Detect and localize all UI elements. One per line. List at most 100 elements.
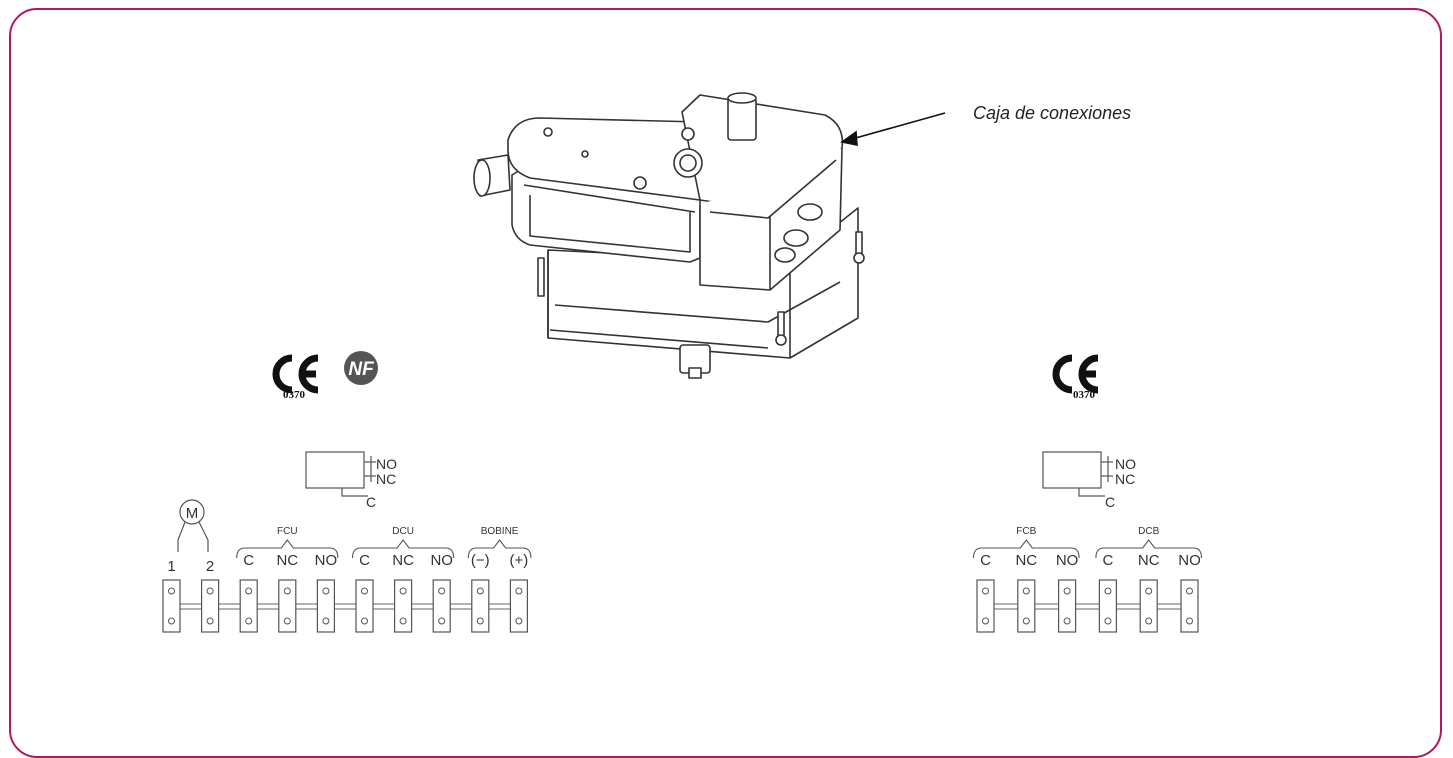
motor-terminal-label: 1	[167, 558, 175, 575]
ce-e-glyph	[1078, 354, 1099, 394]
terminal-label: C	[980, 552, 991, 569]
ce-mark-right: 0370	[1052, 354, 1099, 401]
terminal-label: C	[243, 552, 254, 569]
terminal-screw	[1104, 617, 1112, 625]
terminal-screw	[168, 617, 175, 625]
motor-terminal-label: 2	[206, 558, 214, 575]
terminal-screw	[476, 587, 484, 595]
group-brace	[467, 539, 532, 559]
terminal-block	[432, 579, 451, 633]
terminal-screw	[982, 587, 989, 595]
terminal-block	[201, 579, 220, 633]
switch-label-no-right: NO	[1115, 456, 1136, 472]
terminal-screw	[399, 617, 407, 625]
terminal-screw	[438, 617, 446, 625]
terminal-screw	[1022, 617, 1030, 625]
terminal-screw	[515, 587, 523, 595]
switch-label-c: C	[366, 494, 376, 510]
terminal-block	[162, 579, 181, 633]
callout-label: Caja de conexiones	[973, 103, 1132, 123]
terminal-block	[1180, 579, 1199, 633]
group-label: FCB	[1016, 526, 1036, 537]
terminal-screw	[168, 587, 175, 595]
terminal-block	[1057, 579, 1077, 633]
terminal-label: C	[359, 552, 370, 569]
terminal-screw	[1145, 617, 1153, 625]
switch-symbol-right: NO NC C	[1042, 451, 1136, 510]
group-brace	[236, 539, 339, 559]
terminal-screw	[322, 587, 330, 595]
terminal-block	[1098, 579, 1118, 633]
terminal-screw	[515, 617, 523, 625]
nf-logo: NF	[344, 351, 378, 385]
group-brace	[351, 539, 455, 559]
terminal-label: (−)	[471, 552, 490, 569]
terminal-block	[976, 579, 995, 633]
group-label: BOBINE	[481, 526, 519, 537]
terminal-block	[355, 579, 374, 633]
terminal-label: NC	[276, 552, 298, 569]
terminal-block	[1139, 579, 1158, 633]
switch-label-nc: NC	[376, 471, 396, 487]
terminal-label: (+)	[510, 552, 529, 569]
terminal-screw	[1186, 617, 1193, 625]
terminal-block	[316, 579, 335, 633]
terminal-screw	[1063, 587, 1071, 595]
terminal-screw	[1104, 587, 1112, 595]
switch-label-nc-right: NC	[1115, 471, 1135, 487]
terminal-strip-right: FCB C NC NO DCB C NC NO	[972, 526, 1203, 633]
switch-symbol-left: NO NC C	[305, 451, 397, 510]
terminal-label: NC	[1138, 552, 1160, 569]
group-brace	[1095, 539, 1203, 559]
ce-mark-left: 0370	[272, 354, 319, 401]
terminal-screw	[982, 617, 989, 625]
terminal-label: NO	[1056, 552, 1079, 569]
terminal-screw	[206, 587, 214, 595]
actuator-illustration	[473, 92, 865, 379]
terminal-label: NO	[1178, 552, 1201, 569]
terminal-block	[1017, 579, 1036, 633]
terminal-screw	[1063, 617, 1071, 625]
terminal-screw	[245, 587, 253, 595]
terminal-screw	[245, 617, 253, 625]
group-label: DCB	[1138, 526, 1159, 537]
motor-symbol: M	[177, 499, 209, 552]
terminal-label: NC	[1015, 552, 1037, 569]
terminal-screw	[1186, 587, 1193, 595]
terminal-screw	[283, 587, 291, 595]
terminal-label: C	[1102, 552, 1113, 569]
terminal-block	[278, 579, 297, 633]
terminal-screw	[322, 617, 330, 625]
motor-label: M	[186, 505, 199, 522]
switch-label-no: NO	[376, 456, 397, 472]
callout-arrow	[840, 112, 946, 146]
ce-c-glyph	[272, 354, 293, 394]
terminal-screw	[361, 617, 368, 625]
group-label: FCU	[277, 526, 298, 537]
ce-c-glyph	[1052, 354, 1073, 394]
terminal-screw	[476, 617, 484, 625]
terminal-label: NC	[392, 552, 414, 569]
terminal-screw	[1145, 587, 1153, 595]
terminal-block	[509, 579, 528, 633]
switch-label-c-right: C	[1105, 494, 1115, 510]
ce-number-left: 0370	[283, 389, 306, 401]
terminal-screw	[283, 617, 291, 625]
terminal-label: NO	[315, 552, 338, 569]
group-brace	[972, 539, 1080, 559]
terminal-strip-left: 1 2 FCU C NC NO DCU C NC NO BOBINE (−) (+)	[162, 526, 532, 633]
ce-e-glyph	[298, 354, 319, 394]
terminal-screw	[361, 587, 368, 595]
group-label: DCU	[392, 526, 414, 537]
terminal-label: NO	[430, 552, 453, 569]
ce-number-right: 0370	[1073, 389, 1096, 401]
terminal-screw	[399, 587, 407, 595]
terminal-block	[394, 579, 413, 633]
terminal-screw	[438, 587, 446, 595]
terminal-block	[471, 579, 490, 633]
terminal-block	[239, 579, 258, 633]
terminal-screw	[1022, 587, 1030, 595]
nf-logo-text: NF	[348, 359, 375, 380]
terminal-screw	[206, 617, 214, 625]
